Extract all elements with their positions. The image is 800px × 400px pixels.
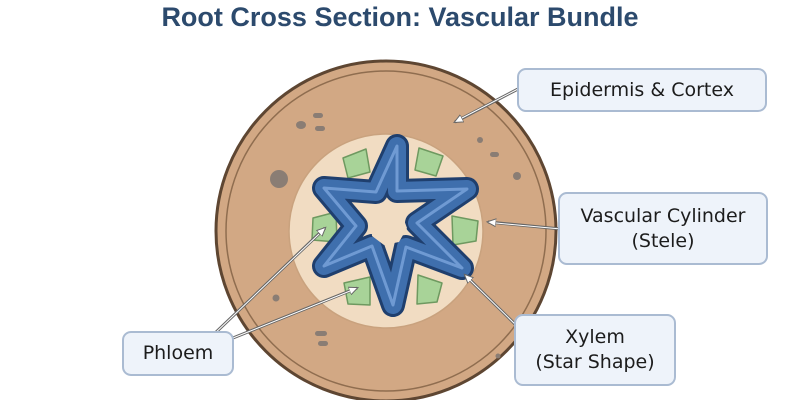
label-epidermis-cortex: Epidermis & Cortex	[517, 68, 767, 112]
phloem-patch	[451, 215, 479, 246]
label-xylem-line1: Xylem	[565, 326, 625, 348]
label-xylem: Xylem (Star Shape)	[514, 314, 676, 386]
leader-arrows-inner	[211, 88, 562, 341]
phloem-patch	[342, 148, 371, 179]
label-xylem-line2: (Star Shape)	[535, 351, 655, 373]
xylem-star	[312, 134, 479, 317]
label-epidermis-cortex-text: Epidermis & Cortex	[550, 78, 734, 101]
epidermis-inner-ring	[225, 70, 547, 392]
label-vascular-cylinder-line1: Vascular Cylinder	[580, 204, 746, 227]
diagram-title: Root Cross Section: Vascular Bundle	[161, 2, 639, 32]
phloem-patch	[416, 274, 443, 305]
label-phloem: Phloem	[122, 331, 234, 376]
label-vascular-cylinder: Vascular Cylinder (Stele)	[558, 192, 768, 265]
xylem-center	[371, 207, 407, 245]
phloem-patch	[414, 147, 444, 177]
label-phloem-text: Phloem	[142, 342, 214, 364]
label-vascular-cylinder-line2: (Stele)	[631, 229, 695, 252]
